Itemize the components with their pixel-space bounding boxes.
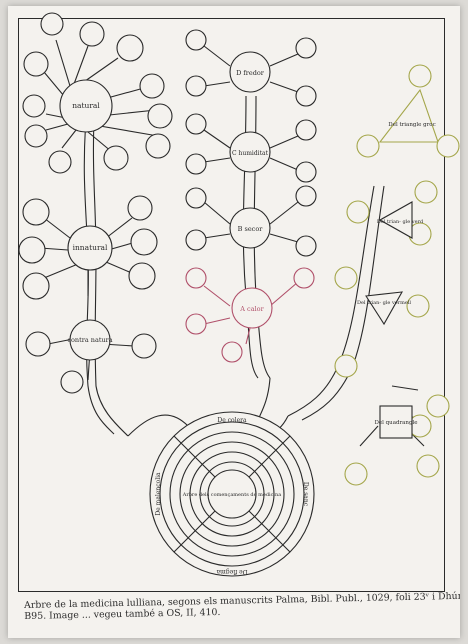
small-circle <box>140 74 164 98</box>
c-humiditat-label: C humiditat <box>232 150 269 157</box>
small-circle <box>146 134 170 158</box>
small-circle <box>104 146 128 170</box>
tree-of-medicine-diagram: natural innatural contra natura D fredor… <box>8 6 460 606</box>
small-circle <box>49 151 71 173</box>
triangle-vermell-label: Del trian- gle vermell <box>357 300 411 306</box>
small-circle <box>24 52 48 76</box>
wheel-center-label: Arbre dels començaments de medicina <box>182 492 282 498</box>
wheel-label-bottom: De flegma <box>216 568 247 575</box>
triangle-verd-label: Del trian- gle verd <box>377 219 424 225</box>
natural-label: natural <box>72 101 100 110</box>
contra-natura-label: contra natura <box>67 336 112 344</box>
triangle-groc-label: Del triangle groc <box>388 122 435 128</box>
d-fredor-label: D fredor <box>236 69 265 77</box>
book-page: natural innatural contra natura D fredor… <box>8 6 460 638</box>
center-circles <box>186 30 316 256</box>
small-circle <box>23 199 49 225</box>
small-circle <box>132 334 156 358</box>
small-circle <box>23 95 45 117</box>
b-secor-label: B secor <box>238 225 264 233</box>
triangle-vermell <box>366 292 402 324</box>
small-circle <box>61 371 83 393</box>
small-circle <box>128 196 152 220</box>
triangle-groc <box>380 90 438 142</box>
innatural-label: innatural <box>73 243 108 252</box>
a-calor-label: A calor <box>239 305 264 313</box>
wheel-label-right: De sanc <box>302 482 309 507</box>
wheel-label-left: De malencolia <box>155 472 162 516</box>
small-circle <box>117 35 143 61</box>
small-circle <box>80 22 104 46</box>
small-circle <box>148 104 172 128</box>
small-circle <box>25 125 47 147</box>
wheel-label-top: De colera <box>217 417 247 424</box>
small-circle <box>23 273 49 299</box>
small-circle <box>19 237 45 263</box>
small-circle <box>131 229 157 255</box>
small-circle <box>26 332 50 356</box>
quadrangle-label: Del quadrangle <box>374 420 417 426</box>
small-circle <box>41 13 63 35</box>
small-circle <box>129 263 155 289</box>
